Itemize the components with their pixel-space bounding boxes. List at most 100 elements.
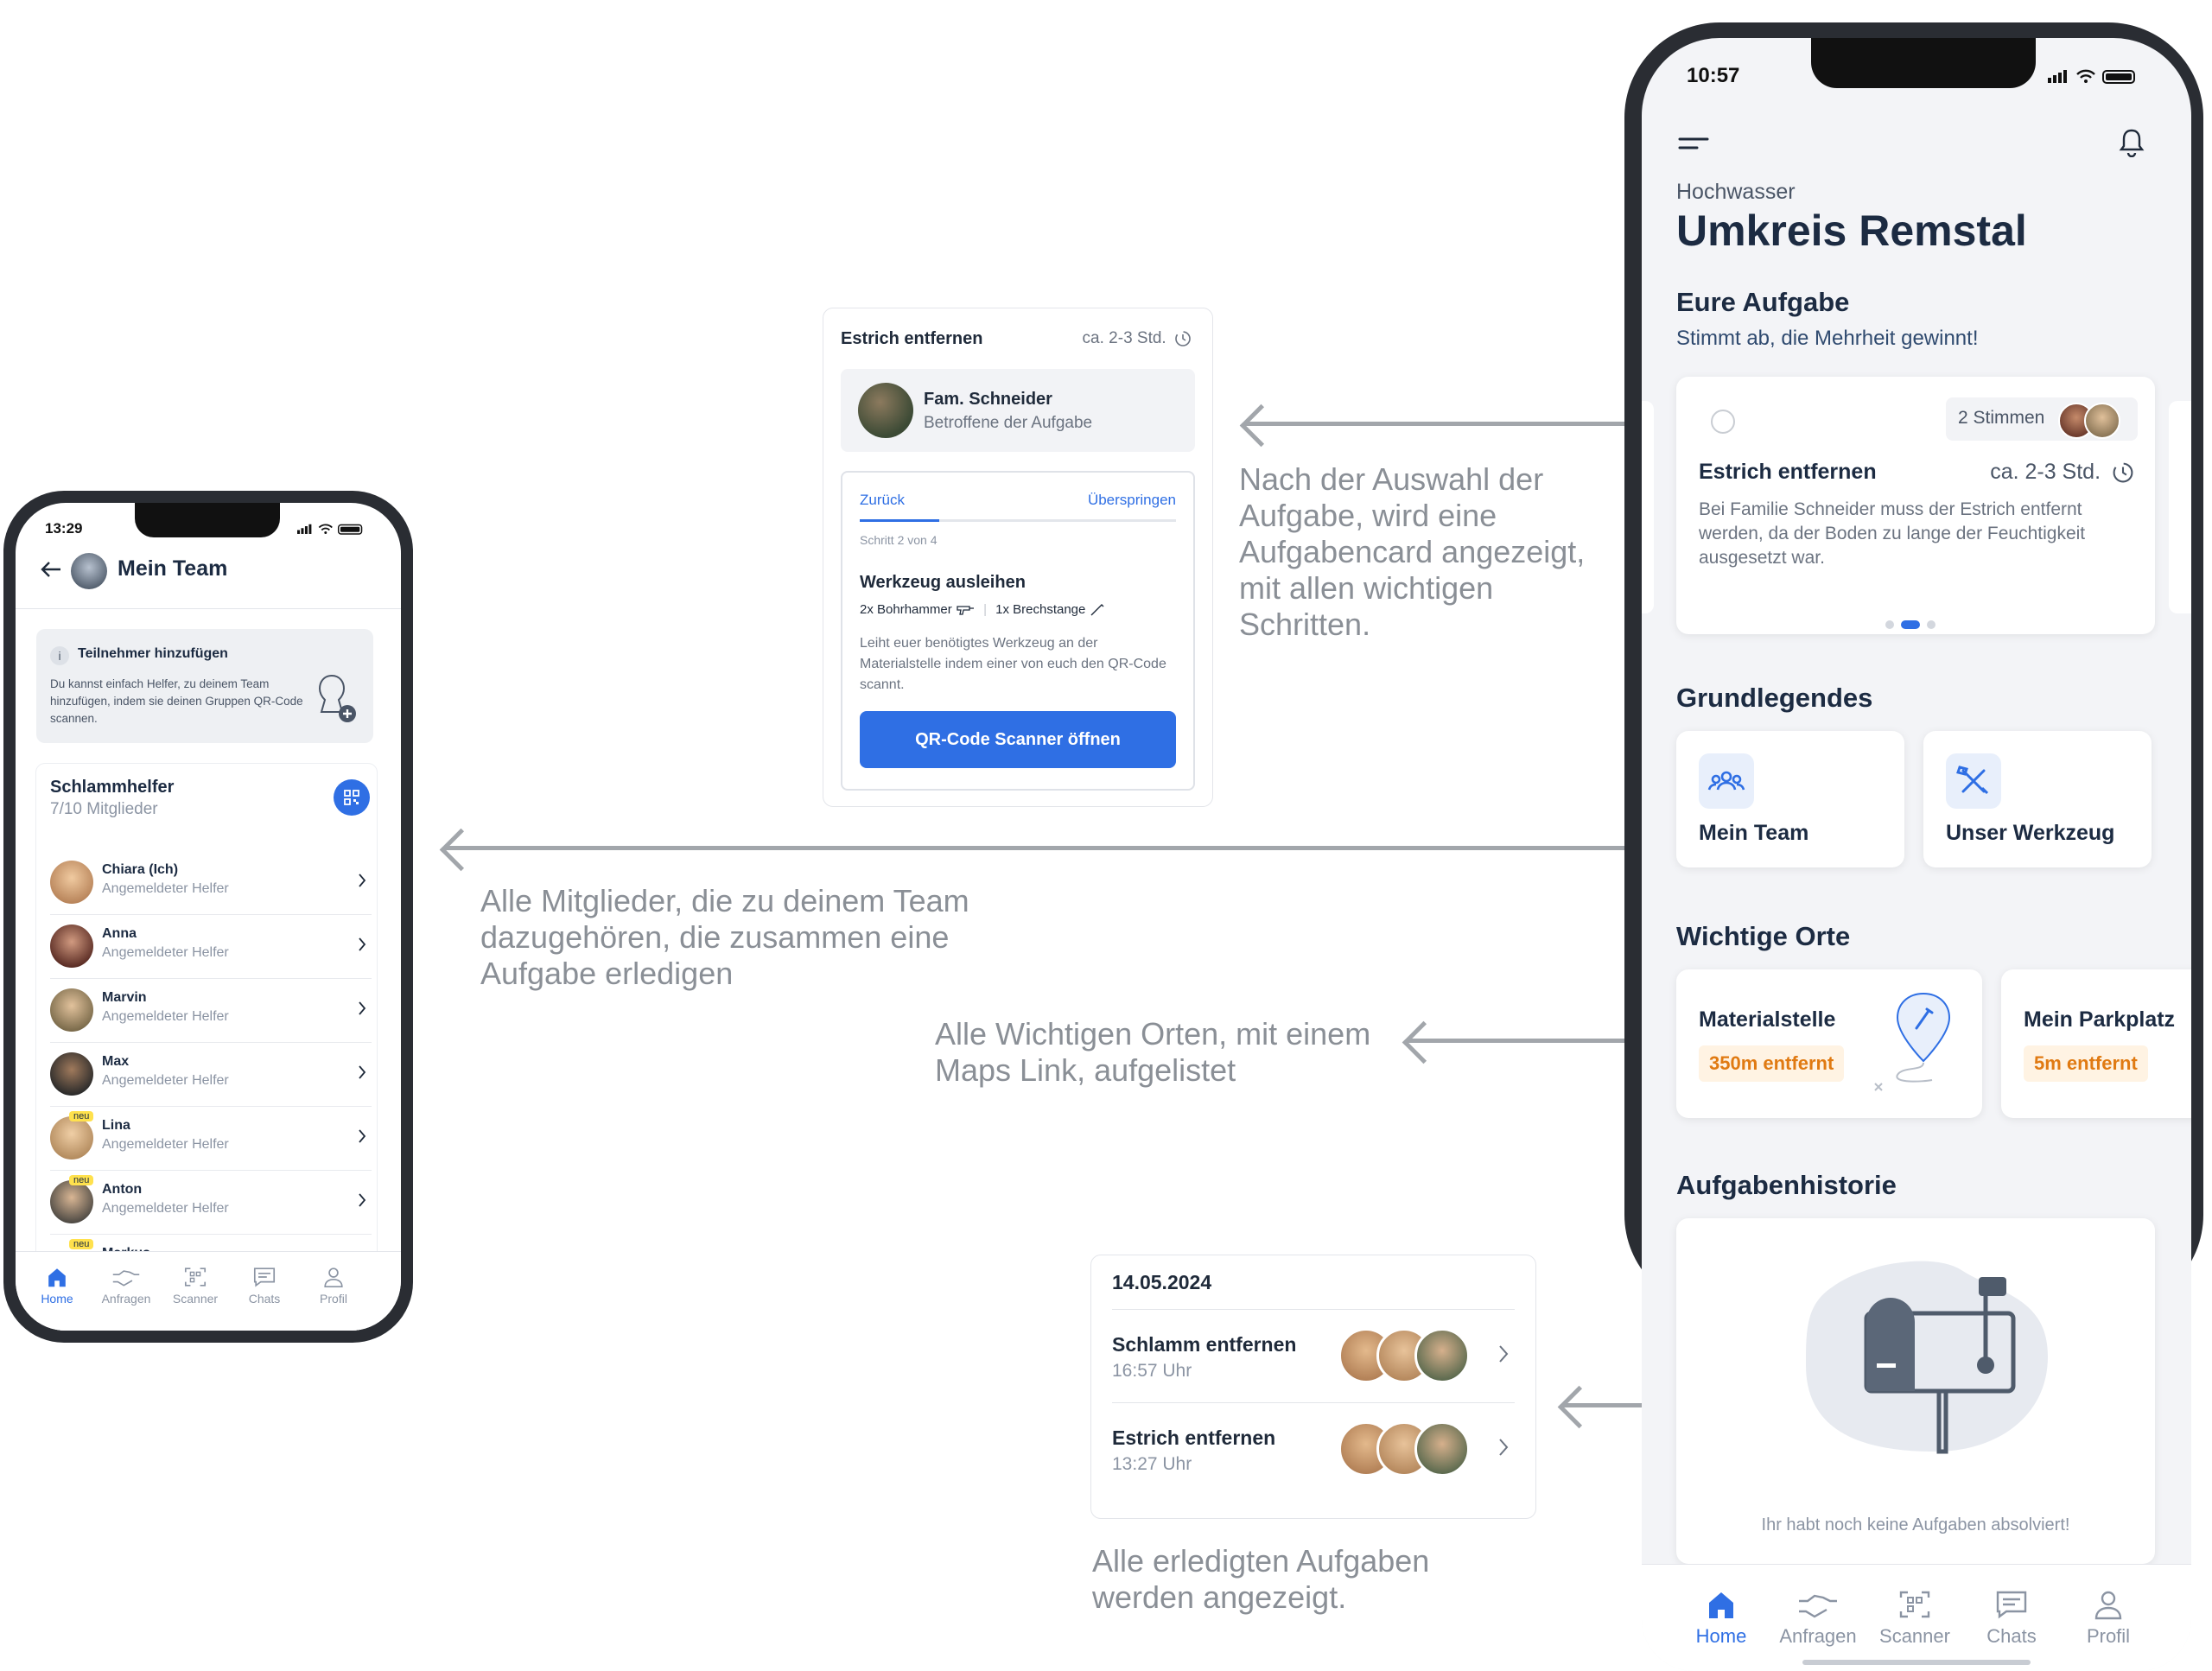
tools-icon [1946,753,2001,809]
nav-scanner[interactable]: Scanner [161,1266,230,1306]
owner-name: Fam. Schneider [924,390,1052,409]
user-icon [321,1266,346,1288]
history-heading: Aufgabenhistorie [1676,1170,1897,1200]
chevron-right-icon [358,873,366,888]
nav-label: Anfragen [1779,1625,1857,1647]
page-title: Umkreis Remstal [1676,206,2027,255]
vote-card[interactable]: 2 Stimmen Estrich entfernen ca. 2-3 Std.… [1676,377,2155,634]
member-name: Chiara (Ich) [102,862,179,877]
member-name: Lina [102,1118,130,1133]
tasks-heading: Eure Aufgabe [1676,287,1850,317]
basics-item-team[interactable]: Mein Team [1676,731,1904,867]
step-description: Leiht euer benötigtes Werkzeug an der Ma… [860,636,1166,692]
member-role: Angemeldeter Helfer [102,945,229,960]
avatar [50,1116,93,1160]
history-card: 14.05.2024 Schlamm entfernen 16:57 Uhr E… [1090,1255,1536,1519]
add-user-icon[interactable] [311,670,359,726]
crowbar-icon [1090,603,1105,617]
member-name: Max [102,1054,130,1069]
annotation-history: Alle erledigten Aufgaben werden angezeig… [1092,1543,1430,1615]
handshake-icon [111,1266,142,1288]
nav-chats[interactable]: Chats [1963,1589,2060,1648]
chevron-right-icon [358,1128,366,1144]
info-icon: i [50,646,69,665]
empty-mailbox-illustration [1780,1236,2056,1477]
place-name: Mein Parkplatz [2024,1007,2176,1032]
bell-icon[interactable] [2119,128,2145,157]
nav-label: Scanner [172,1292,219,1306]
basics-heading: Grundlegendes [1676,683,1873,713]
avatar [1414,1421,1470,1477]
list-item[interactable]: Max Angemeldeter Helfer [50,1042,372,1107]
place-name: Materialstelle [1699,1007,1836,1032]
drill-icon [956,604,975,616]
list-item[interactable]: Anna Angemeldeter Helfer [50,914,372,979]
history-item-title: Estrich entfernen [1112,1426,1276,1449]
chevron-right-icon [358,1001,366,1016]
avatar [2084,403,2120,439]
member-role: Angemeldeter Helfer [102,1201,229,1216]
add-participants-info: i Teilnehmer hinzufügen Du kannst einfac… [36,629,373,743]
list-item[interactable]: neu Lina Angemeldeter Helfer [50,1106,372,1171]
small-bottom-nav: Home Anfragen Scanner Chats Profil [16,1251,401,1331]
nav-chats[interactable]: Chats [230,1266,299,1306]
status-icons [2048,67,2143,85]
history-item[interactable]: Schlamm entfernen 16:57 Uhr [1112,1325,1515,1403]
list-item[interactable]: neu Anton Angemeldeter Helfer [50,1170,372,1235]
owner-avatar [858,383,913,438]
next-card-peek [2169,401,2191,613]
back-arrow-icon[interactable] [40,560,62,579]
owner-role: Betroffene der Aufgabe [924,414,1093,432]
handshake-icon [1796,1589,1840,1620]
nav-home[interactable]: Home [22,1266,92,1306]
nav-label: Chats [248,1292,281,1306]
history-item[interactable]: Estrich entfernen 13:27 Uhr [1112,1418,1515,1496]
nav-home[interactable]: Home [1673,1589,1770,1648]
nav-requests[interactable]: Anfragen [92,1266,161,1306]
basics-item-tools[interactable]: Unser Werkzeug [1923,731,2152,867]
qr-scanner-button[interactable]: QR-Code Scanner öffnen [860,711,1176,768]
avatar [50,924,93,968]
group-card: Schlammhelfer 7/10 Mitglieder [36,764,377,1331]
history-item-title: Schlamm entfernen [1112,1333,1297,1356]
map-pin-icon [1863,990,1958,1102]
menu-icon[interactable] [1678,137,1709,152]
nav-label: Scanner [1879,1625,1950,1647]
back-link[interactable]: Zurück [860,492,905,508]
vote-card-title: Estrich entfernen [1699,460,1877,484]
nav-requests[interactable]: Anfragen [1770,1589,1866,1648]
votes-badge: 2 Stimmen [1946,397,2138,441]
nav-label: Anfragen [101,1292,151,1306]
nav-profile[interactable]: Profil [299,1266,368,1306]
group-name: Schlammhelfer [50,778,175,797]
history-empty-text: Ihr habt noch keine Aufgaben absolviert! [1761,1515,2070,1534]
tool-list: 2x Bohrhammer | 1x Brechstange [860,602,1105,617]
avatar [1414,1328,1470,1383]
new-badge: neu [69,1111,94,1121]
nav-label: Profil [320,1292,347,1306]
chat-icon [252,1266,276,1288]
nav-scanner[interactable]: Scanner [1866,1589,1963,1648]
list-item[interactable]: Marvin Angemeldeter Helfer [50,978,372,1043]
user-icon [2091,1589,2126,1620]
task-card-title: Estrich entfernen [841,329,983,348]
qr-code-button[interactable] [334,779,370,816]
tool-1: 2x Bohrhammer [860,602,952,617]
step-counter: Schritt 2 von 4 [860,533,938,547]
vote-radio[interactable] [1711,410,1735,434]
home-indicator [1802,1660,2031,1665]
place-card-materialstelle[interactable]: Materialstelle 350m entfernt [1676,969,1982,1118]
basics-item-label: Unser Werkzeug [1946,821,2115,845]
votes-count: 2 Stimmen [1958,408,2045,428]
list-item[interactable]: Chiara (Ich) Angemeldeter Helfer [50,850,372,915]
skip-link[interactable]: Überspringen [1087,492,1176,508]
chevron-right-icon [1497,1344,1510,1364]
progress-fill [860,519,939,522]
avatar [50,988,93,1032]
place-card-parkplatz[interactable]: Mein Parkplatz 5m entfernt [2001,969,2191,1118]
notch [1811,38,2036,88]
info-text: Du kannst einfach Helfer, zu deinem Team… [50,677,303,725]
member-role: Angemeldeter Helfer [102,881,229,896]
nav-profile[interactable]: Profil [2060,1589,2157,1648]
nav-label: Profil [2086,1625,2131,1647]
